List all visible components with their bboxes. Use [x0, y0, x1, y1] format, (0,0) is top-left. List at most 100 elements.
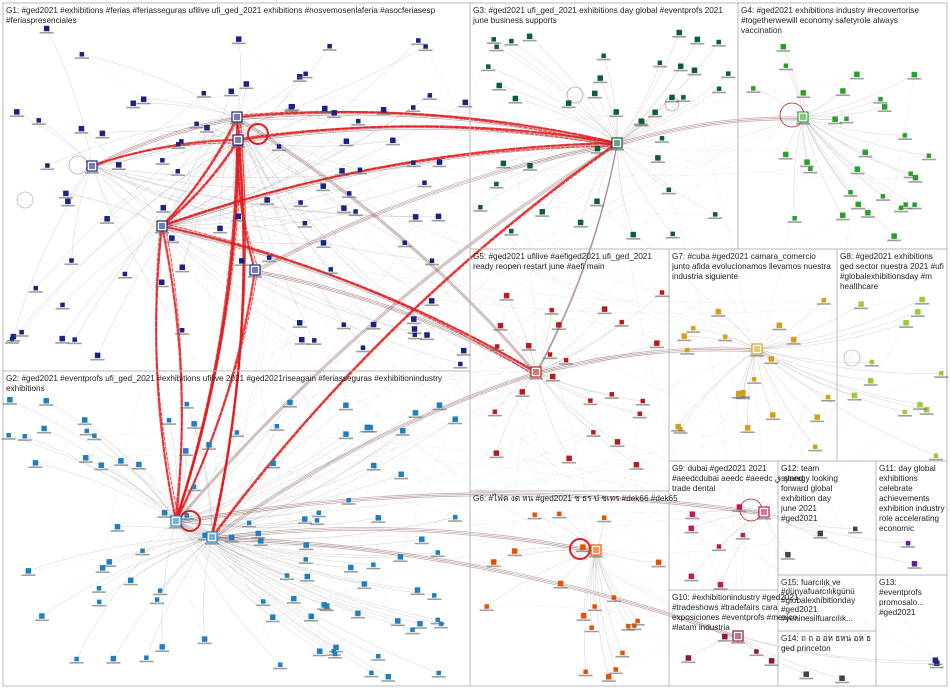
node-square [284, 573, 290, 578]
node-square [99, 130, 106, 137]
node-square [726, 71, 731, 76]
node-label-mark [910, 315, 925, 317]
edge [756, 348, 855, 396]
node-label-mark [708, 217, 723, 219]
edge [175, 520, 439, 674]
node-square [303, 557, 309, 562]
node-label-mark [915, 303, 930, 305]
node-square [84, 428, 90, 434]
edge [400, 142, 618, 558]
node-label-mark [813, 537, 828, 539]
edge [737, 74, 915, 637]
edge [91, 46, 426, 167]
edge [236, 74, 858, 126]
node-label-mark [608, 672, 623, 675]
node-label-mark [746, 91, 761, 93]
node-square [512, 95, 519, 102]
node-label-mark [95, 571, 110, 573]
edge [161, 127, 208, 227]
node-square [411, 326, 418, 332]
edge [237, 139, 394, 147]
node-label-mark [341, 503, 356, 505]
edge [535, 371, 641, 415]
node-square [619, 319, 624, 325]
edge [35, 116, 238, 289]
edge [91, 165, 433, 261]
node-square [395, 618, 401, 624]
node-square [314, 518, 320, 523]
node-square [353, 209, 358, 214]
node-square [635, 618, 640, 624]
edge [414, 142, 618, 335]
edge [236, 116, 364, 348]
edge [211, 536, 325, 606]
node-square [821, 297, 827, 303]
node-label-mark [665, 236, 680, 239]
group-box-g15 [777, 574, 877, 632]
node-square [264, 197, 270, 203]
node-square [939, 371, 944, 376]
edge [143, 98, 238, 118]
node-label-mark [200, 131, 214, 133]
node-square [246, 520, 252, 526]
node-label-mark [686, 331, 701, 333]
node-square [346, 191, 352, 196]
node-square [278, 662, 283, 667]
node-label-mark [117, 277, 132, 279]
node-label-mark [242, 525, 257, 528]
node-square [825, 394, 831, 400]
edge [236, 116, 398, 622]
edge [236, 113, 618, 145]
node-square [783, 63, 789, 68]
edge [175, 170, 343, 522]
node-square [375, 515, 382, 521]
group-box-g5 [469, 248, 670, 492]
node-square [878, 96, 883, 102]
edge [236, 116, 415, 330]
node-label-mark [106, 662, 121, 664]
node-label-mark [508, 102, 523, 104]
node-square [591, 430, 596, 435]
node-square [722, 334, 728, 339]
node-label-mark [921, 158, 936, 161]
node-label-mark [55, 307, 70, 310]
node-label-mark [414, 542, 429, 545]
node-label-mark [903, 176, 918, 179]
node-label-mark [21, 574, 36, 576]
edge [175, 360, 567, 522]
node-square [308, 613, 314, 620]
edge [161, 102, 466, 227]
edge [11, 139, 239, 340]
edge [237, 139, 432, 302]
edge [425, 46, 597, 551]
node-square [98, 462, 104, 468]
node-label-mark [5, 342, 19, 344]
edge [345, 371, 537, 406]
edge [529, 36, 618, 144]
group-box-g6 [469, 490, 670, 687]
edge [756, 299, 825, 350]
node-label-mark [417, 185, 432, 188]
edge [28, 536, 213, 572]
edge [785, 65, 804, 118]
node-square [435, 213, 442, 220]
node-square [179, 264, 186, 271]
edge [756, 348, 829, 398]
node-label-mark [677, 339, 692, 342]
node-label-mark [609, 115, 624, 118]
node-square [685, 655, 692, 661]
edge [254, 145, 618, 274]
edge [617, 441, 765, 513]
node-square [614, 439, 621, 445]
node-label-mark [821, 400, 836, 402]
node-square [397, 554, 404, 560]
node-label-mark [178, 454, 193, 456]
node-square [435, 550, 441, 555]
node-label-mark [458, 105, 473, 108]
node-square [412, 214, 419, 220]
edge [535, 321, 622, 373]
edge [46, 28, 93, 167]
edge [591, 511, 765, 628]
